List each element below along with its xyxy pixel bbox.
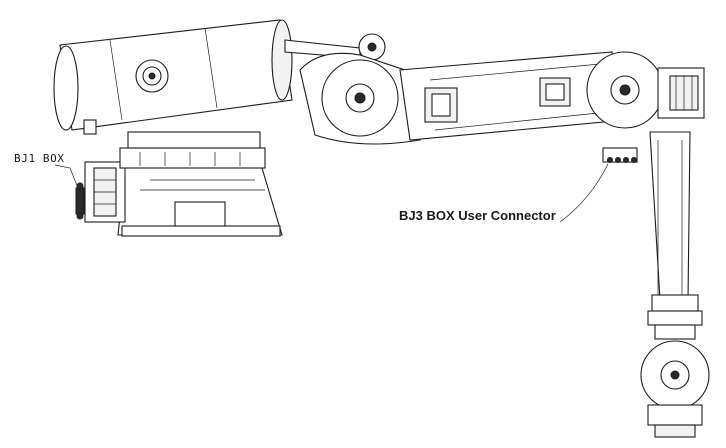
leader-lines [54, 163, 609, 223]
robot-base [117, 167, 283, 237]
forearm [647, 131, 703, 340]
wrist-joint [586, 51, 705, 129]
bj1-box [75, 161, 126, 223]
bj1-box-label: BJ1 BOX [14, 152, 65, 165]
lower-arm [299, 52, 421, 145]
counterweight-cylinder [53, 19, 293, 135]
bj3-user-connector-label: BJ3 BOX User Connector [399, 208, 556, 223]
upper-arm [399, 51, 626, 141]
turntable [119, 131, 266, 169]
end-flange [640, 340, 710, 438]
bj3-user-connector [602, 147, 638, 163]
